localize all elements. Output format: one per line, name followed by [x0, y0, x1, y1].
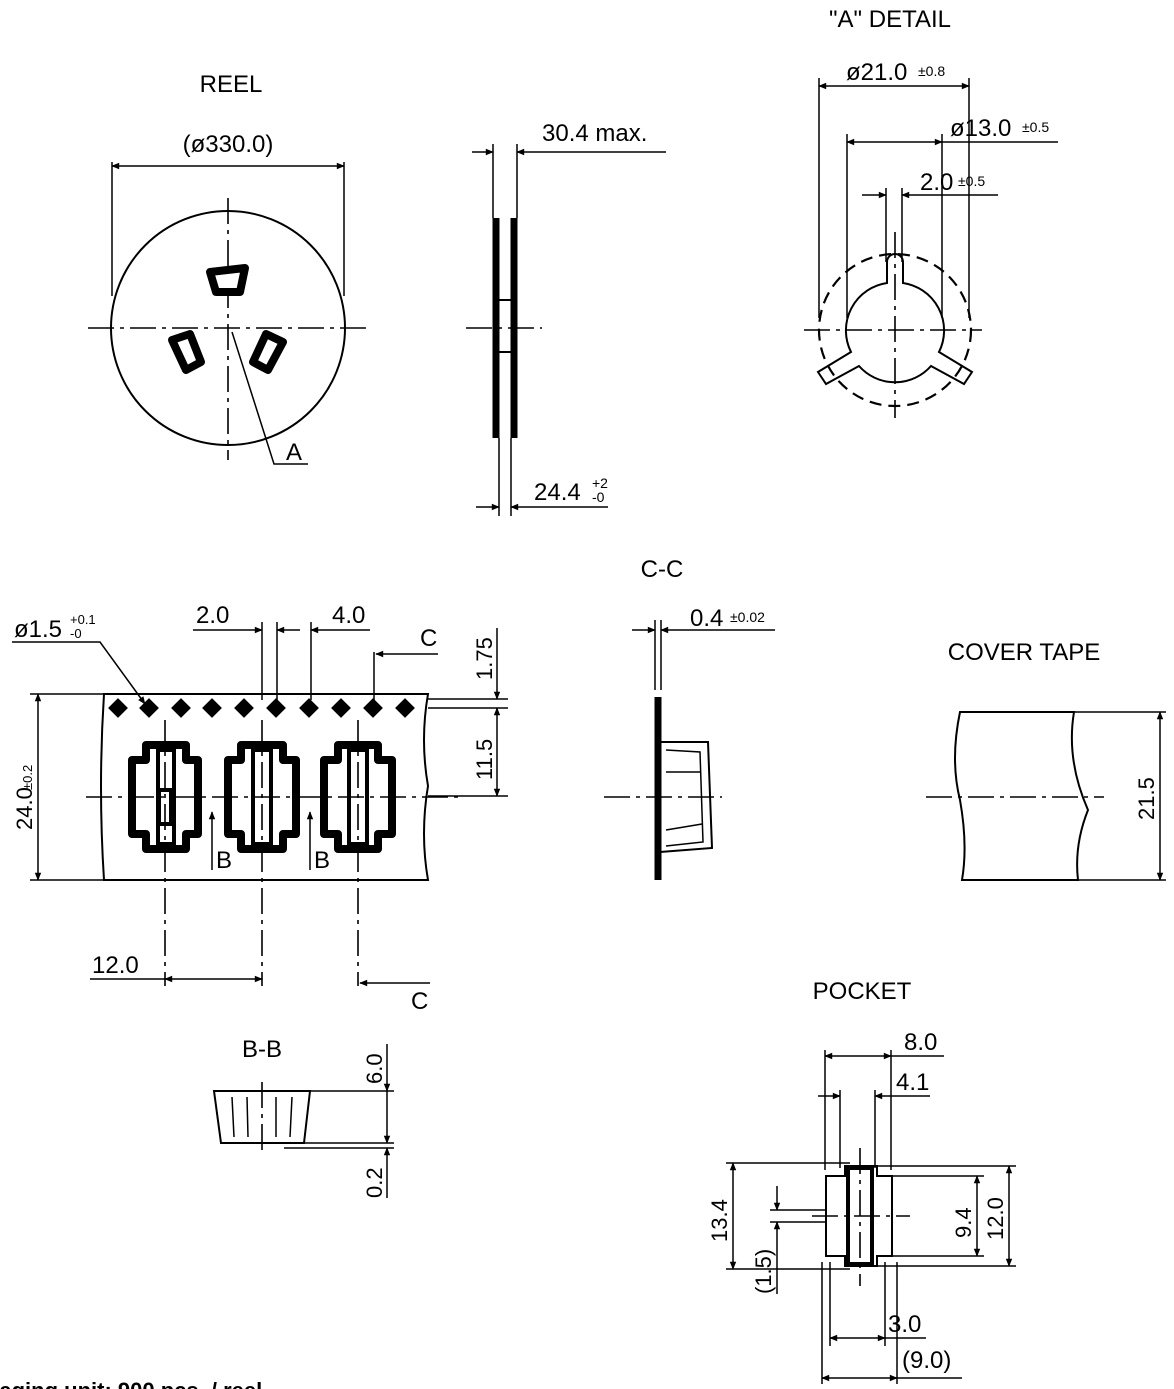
- cc-thickness-label: 0.4: [690, 605, 723, 632]
- cc-title: C-C: [641, 556, 684, 583]
- side-width-tol-minus: -0: [592, 489, 605, 505]
- a-outer-tol: ±0.8: [918, 63, 945, 79]
- pocket-13-4-label: 13.4: [707, 1199, 732, 1242]
- a-detail-view: "A" DETAIL ø21.0 ±0.8 ø13.0 ±0.5 2.0 ±0.…: [804, 6, 1058, 418]
- pocket-4-1-label: 4.1: [896, 1069, 929, 1096]
- detail-a-ref: A: [286, 439, 302, 466]
- a-slot-tol: ±0.5: [958, 173, 985, 189]
- pocket-view: POCKET 8.0 4.1 13.4 (1.5) 9.4 12.0: [707, 978, 1016, 1384]
- bb-title: B-B: [242, 1036, 282, 1063]
- detail-a-leader: [231, 331, 308, 465]
- a-inner-tol: ±0.5: [1022, 119, 1049, 135]
- a-hub-profile: [816, 253, 974, 386]
- dim-11-5-label: 11.5: [472, 739, 497, 780]
- cover-tape-view: COVER TAPE 21.5: [926, 639, 1166, 881]
- reel-window-right: [249, 330, 287, 374]
- pocket-9-0-label: (9.0): [902, 1347, 951, 1374]
- dim-2-0-label: 2.0: [196, 602, 229, 629]
- reel-diameter-label: (ø330.0): [183, 131, 274, 158]
- dim-4-0-label: 4.0: [332, 602, 365, 629]
- tape-width-label: 24.0: [12, 787, 37, 830]
- carrier-tape-outline: [100, 693, 430, 881]
- sprocket-holes: [108, 698, 415, 718]
- a-inner-label: ø13.0: [950, 115, 1011, 142]
- pitch-label: 12.0: [92, 952, 139, 979]
- cc-thickness-tol: ±0.02: [730, 609, 765, 625]
- section-bb-view: B-B 6.0 0.2: [212, 1036, 394, 1198]
- hole-dia-label: ø1.5: [14, 616, 62, 643]
- tape-width-tol: ±0.2: [20, 765, 35, 790]
- packaging-note: Packaging unit: 900 pcs. / reel: [0, 1378, 262, 1389]
- reel-window-left: [168, 330, 205, 374]
- a-slot-label: 2.0: [920, 169, 953, 196]
- section-c-top: C: [420, 625, 437, 652]
- cover-width-label: 21.5: [1134, 777, 1159, 820]
- hole-leader: [12, 641, 146, 705]
- a-detail-title: "A" DETAIL: [829, 6, 951, 33]
- pocket-9-4-label: 9.4: [951, 1207, 976, 1238]
- reel-side-view: 30.4 max. 24.4 +2 -0: [466, 120, 666, 516]
- section-c-bottom: C: [411, 988, 428, 1015]
- section-b-2: B: [314, 847, 330, 874]
- pocket-3-0-label: 3.0: [888, 1311, 921, 1338]
- cc-pocket-profile: [659, 741, 714, 853]
- pocket-12-0-label: 12.0: [983, 1197, 1008, 1240]
- side-hub: [495, 299, 515, 353]
- reel-window-top: [206, 264, 249, 296]
- side-max-label: 30.4 max.: [542, 120, 647, 147]
- cover-tape-title: COVER TAPE: [948, 639, 1100, 666]
- cover-tape-outline: [954, 711, 1090, 881]
- hole-tol-minus: -0: [70, 626, 82, 641]
- section-b-1: B: [216, 847, 232, 874]
- reel-title: REEL: [200, 71, 263, 98]
- side-width-label: 24.4: [534, 479, 581, 506]
- pocket-1-5-label: (1.5): [751, 1249, 776, 1294]
- bb-depth-label: 6.0: [362, 1053, 387, 1084]
- dim-1-75-label: 1.75: [472, 637, 497, 680]
- side-width-tol-plus: +2: [592, 475, 608, 491]
- hole-tol-plus: +0.1: [70, 612, 96, 627]
- carrier-tape-view: ø1.5 +0.1 -0 2.0 4.0 C 24.0 ±0.2: [12, 602, 508, 1015]
- bb-wall-label: 0.2: [362, 1167, 387, 1198]
- section-cc-view: C-C 0.4 ±0.02: [604, 556, 775, 880]
- pocket-title: POCKET: [813, 978, 912, 1005]
- a-outer-label: ø21.0: [846, 59, 907, 86]
- reel-front-view: REEL (ø330.0) A: [88, 71, 366, 466]
- pocket-8-0-label: 8.0: [904, 1029, 937, 1056]
